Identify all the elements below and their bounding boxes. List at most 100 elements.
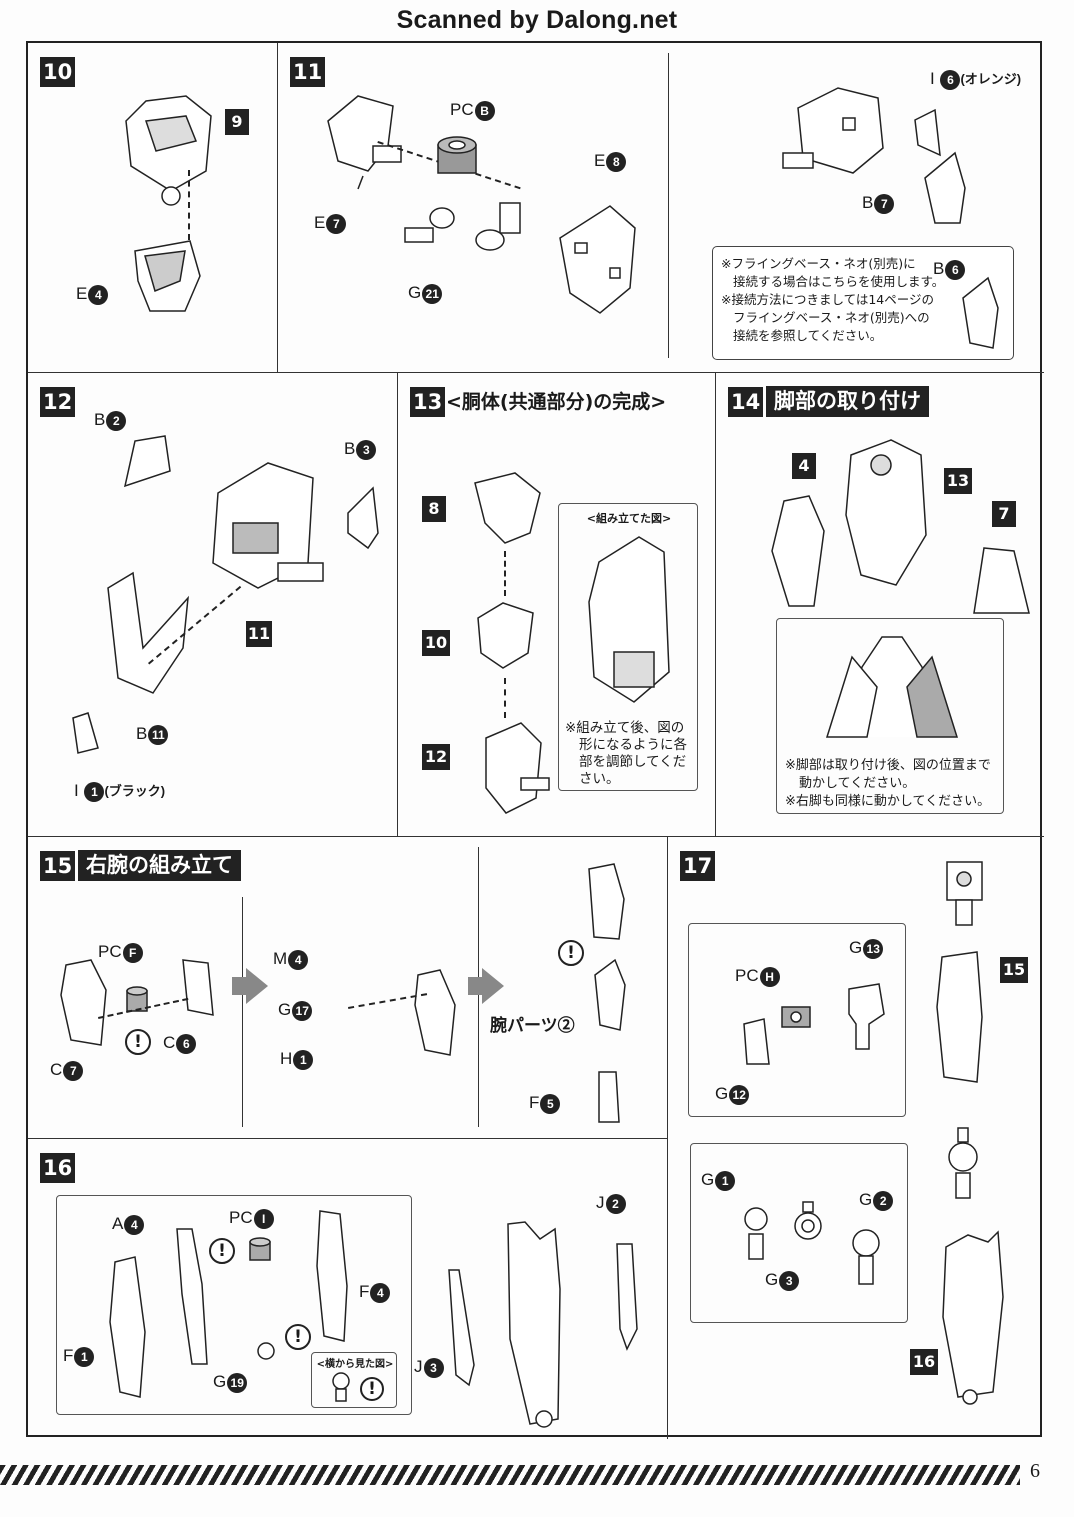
assembled-view-inset: <組み立てた図> ※組み立て後、図の 形になるように各 部を調節してくだ さい。	[558, 503, 698, 791]
body-assembly-illustration	[845, 439, 927, 586]
step-13-title: <胴体(共通部分)の完成>	[446, 391, 667, 413]
step-number: 14	[728, 387, 764, 417]
b7-fin-part-illustration	[924, 151, 966, 224]
label-i1-black: I 1(ブラック)	[74, 781, 166, 802]
ref-part-16: 16	[910, 1349, 938, 1375]
assembled-torso-illustration	[782, 87, 884, 174]
i1-part-illustration	[72, 712, 99, 754]
caution-icon: !	[558, 940, 584, 966]
j2-part-illustration	[616, 1243, 638, 1351]
g19-ball-part-illustration	[257, 1342, 275, 1360]
footer-stripe-band	[0, 1465, 1020, 1485]
j3-part-illustration	[448, 1269, 475, 1387]
ref-part-7: 7	[992, 501, 1016, 527]
step-14-title: 脚部の取り付け	[766, 386, 929, 417]
part-12-illustration	[485, 722, 550, 814]
side-view-ball-illustration	[332, 1372, 350, 1402]
assembled-torso-view	[588, 536, 670, 703]
step-number: 17	[680, 851, 716, 881]
b11-part-illustration	[107, 571, 189, 694]
side-view-inset: <横から見た図> !	[311, 1352, 397, 1408]
b6-fin-part-illustration	[962, 276, 999, 349]
assembly-guide-line	[504, 678, 506, 718]
g3-joint-illustration	[794, 1201, 822, 1240]
e8-chest-part-illustration	[559, 205, 636, 314]
c7-arm-part-illustration	[60, 959, 107, 1046]
sequence-arrow-icon	[246, 968, 268, 1004]
e4-part-illustration	[134, 240, 201, 312]
sequence-arrow-icon	[482, 968, 504, 1004]
ref-part-15: 15	[1000, 957, 1028, 983]
step-number: 16	[40, 1153, 76, 1183]
right-leg-part-illustration	[973, 547, 1030, 614]
ref-part-12: 12	[422, 744, 450, 770]
inset-note: ※組み立て後、図の 形になるように各 部を調節してくだ さい。	[565, 720, 687, 787]
forearm-part-illustration	[414, 969, 456, 1056]
inset-title: <組み立てた図>	[586, 512, 672, 525]
g21-joint-part-illustration	[404, 202, 521, 251]
step-number: 13	[410, 387, 446, 417]
assembly-guide-line	[504, 551, 506, 596]
b3-part-illustration	[347, 486, 379, 550]
sub-divider	[668, 53, 669, 358]
ref-part-11: 11	[246, 621, 272, 647]
upper-arm-part-illustration	[588, 863, 625, 940]
g12-part-illustration	[743, 1018, 770, 1065]
ref-part-13: 13	[944, 468, 972, 494]
leg-position-illustration	[825, 636, 959, 738]
upper-arm-15-illustration	[936, 951, 983, 1083]
label-arm-part-2: 腕パーツ②	[490, 1016, 575, 1035]
part-10-illustration	[477, 602, 534, 669]
upper-torso-part-illustration	[125, 95, 212, 206]
caution-icon: !	[360, 1377, 384, 1401]
forearm-16-illustration	[942, 1230, 1004, 1405]
step-14-panel: 14 脚部の取り付け 4 13 7 ※脚部は取り付け後、図の位置まで 動かしてく…	[716, 373, 1044, 837]
sequence-arrow-stem	[468, 977, 482, 995]
pc-i-part-illustration	[249, 1237, 271, 1261]
g13-joint-part-illustration	[848, 983, 885, 1050]
step-13-panel: 13 <胴体(共通部分)の完成> 8 10 12 <組み立てた図> ※組み立て後…	[398, 373, 716, 837]
sub-divider	[242, 897, 243, 1127]
ref-part-10: 10	[422, 630, 450, 656]
f4-part-illustration	[316, 1210, 348, 1342]
step-number: 15	[40, 851, 76, 881]
sequence-arrow-stem	[232, 977, 246, 995]
caution-icon: !	[125, 1029, 151, 1055]
step-15-title: 右腕の組み立て	[78, 850, 241, 881]
page-number: 6	[1030, 1460, 1040, 1482]
leg-position-inset: ※脚部は取り付け後、図の位置まで 動かしてください。 ※右脚も同様に動かしてくだ…	[776, 618, 1004, 814]
g2-ball-joint-illustration	[852, 1229, 880, 1285]
pc-f-part-illustration	[126, 986, 148, 1012]
b2-part-illustration	[123, 435, 171, 488]
torso-frame-part-illustration	[327, 95, 402, 190]
f1-part-illustration	[109, 1256, 146, 1398]
caution-icon: !	[209, 1238, 235, 1264]
ref-part-8: 8	[422, 496, 446, 522]
